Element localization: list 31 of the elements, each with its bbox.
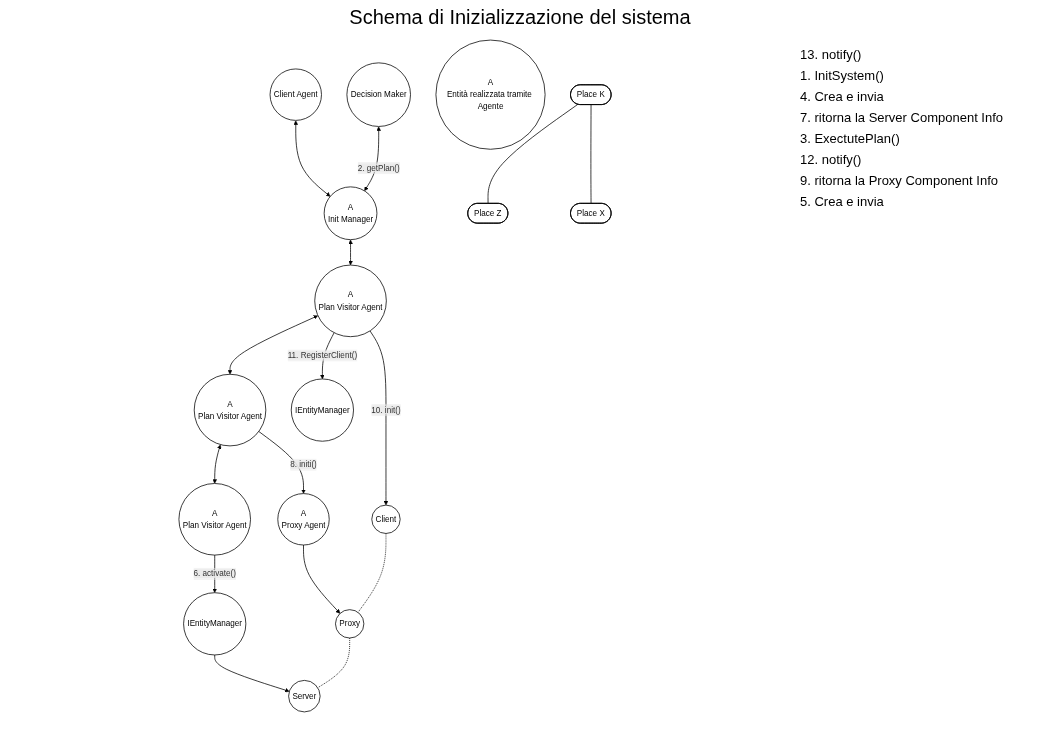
node-circle: A Plan Visitor Agent — [193, 373, 267, 447]
node-circle: Proxy — [335, 609, 365, 639]
connector — [487, 104, 579, 204]
node-circle: A Plan Visitor Agent — [314, 264, 387, 338]
edge-label: 11. RegisterClient() — [287, 350, 358, 360]
step-note: 3. ExectutePlan() — [800, 131, 901, 146]
step-note: 4. Crea e invia — [800, 89, 885, 104]
node-circle: Decision Maker — [346, 62, 411, 127]
node-circle: A Proxy Agent — [277, 493, 330, 546]
step-note: 5. Crea e invia — [800, 194, 885, 209]
step-note: 12. notify() — [800, 152, 863, 167]
node-circle: A Entità realizzata tramite Agente — [435, 39, 546, 150]
step-note: 9. ritorna la Proxy Component Info — [800, 173, 999, 188]
node-circle: Client — [371, 504, 401, 534]
step-note: 1. InitSystem() — [800, 68, 885, 83]
diagram-title: Schema di Inizializzazione del sistema — [348, 6, 692, 29]
connector — [357, 533, 387, 613]
node-circle: IEntityManager — [290, 378, 354, 442]
edge-label: 10. init() — [371, 405, 401, 415]
edge-label: 8. initi() — [290, 460, 317, 469]
connector — [317, 637, 351, 689]
node-circle: IEntityManager — [183, 592, 247, 656]
node-circle: A Plan Visitor Agent — [178, 483, 251, 556]
node-circle: Client Agent — [269, 68, 322, 121]
step-note: 7. ritorna la Server Component Info — [800, 110, 1005, 125]
step-note: 13. notify() — [800, 47, 863, 62]
node-circle: A Init Manager — [323, 186, 378, 241]
edge-label: 6. activate() — [193, 569, 236, 578]
edge-label: 2. getPlan() — [357, 163, 400, 173]
connector — [590, 104, 592, 204]
node-circle: Server — [288, 680, 321, 713]
